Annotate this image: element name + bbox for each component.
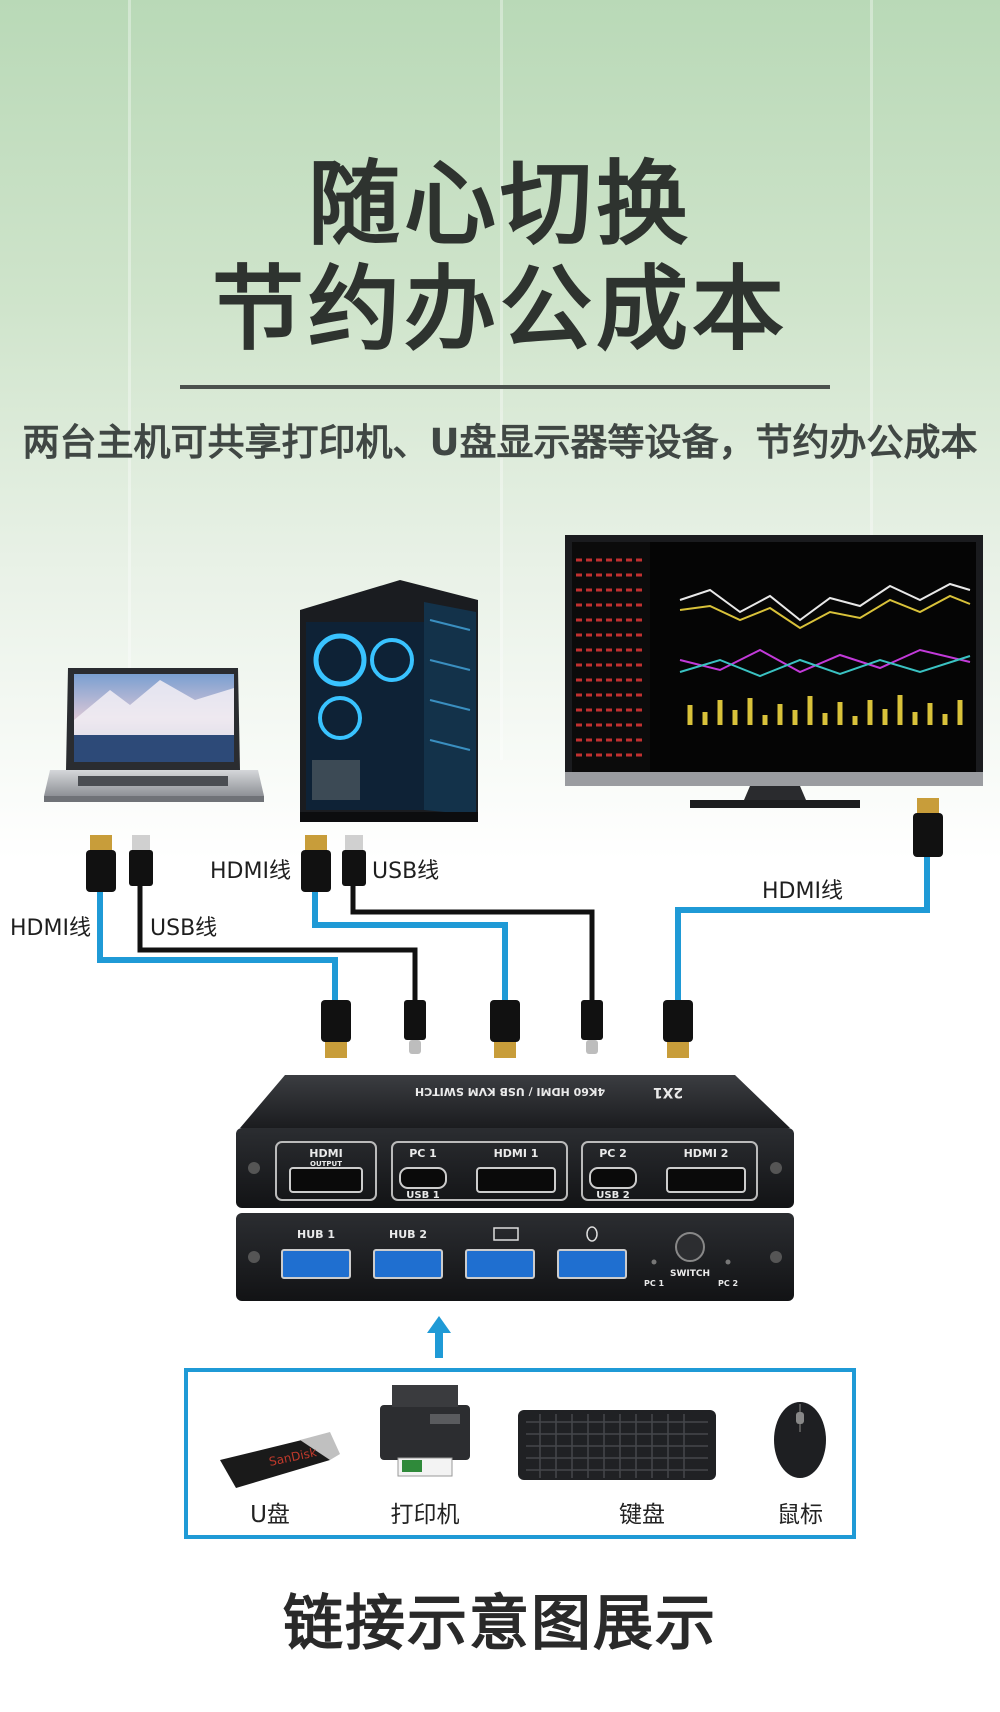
svg-text:HDMI 2: HDMI 2 [684, 1147, 729, 1160]
bottom-title: 链接示意图展示 [283, 1589, 717, 1659]
usb-drive-icon: SanDisk [220, 1432, 340, 1488]
svg-text:USB 1: USB 1 [406, 1190, 439, 1201]
kvm-switch-icon [236, 1075, 794, 1301]
laptop-icon [44, 668, 264, 802]
svg-text:PC 1: PC 1 [644, 1279, 665, 1288]
svg-text:PC 1: PC 1 [409, 1147, 437, 1160]
svg-text:HDMI 1: HDMI 1 [494, 1147, 539, 1160]
svg-text:HUB 1: HUB 1 [297, 1228, 335, 1241]
mouse-port-icon [586, 1226, 598, 1242]
headline-line1: 随心切换 [307, 151, 692, 258]
laptop-hdmi-cable [97, 890, 338, 1005]
hdmi-plug-icon [86, 835, 116, 892]
laptop-usb-label: USB线 [150, 916, 218, 941]
peripheral-label-usb: U盘 [250, 1502, 290, 1528]
monitor-hdmi-label: HDMI线 [762, 879, 843, 904]
svg-text:USB 2: USB 2 [596, 1190, 629, 1201]
pc-usb-label: USB线 [372, 859, 440, 884]
laptop-usb-cable [137, 885, 418, 1005]
background-stripe [500, 0, 503, 760]
kvm-badge: 2X1 [653, 1084, 683, 1100]
printer-icon [380, 1385, 470, 1477]
peripheral-label-mouse: 鼠标 [777, 1502, 823, 1528]
hdmi-plug-icon [321, 1000, 351, 1058]
usb-plug-icon [129, 835, 153, 886]
svg-text:SWITCH: SWITCH [670, 1269, 710, 1279]
monitor-icon [565, 535, 983, 808]
kvm-top-label: 4K60 HDMI / USB KVM SWITCH [415, 1085, 605, 1098]
hdmi-plug-icon [663, 1000, 693, 1058]
monitor-hdmi-cable [675, 855, 930, 1005]
peripheral-label-keyboard: 键盘 [619, 1502, 665, 1528]
usb-c-plug-icon [581, 1000, 603, 1054]
svg-text:OUTPUT: OUTPUT [310, 1160, 342, 1168]
hdmi-plug-icon [913, 798, 943, 857]
keyboard-icon [518, 1410, 716, 1480]
pc-usb-cable [350, 885, 595, 1005]
peripheral-label-printer: 打印机 [390, 1502, 460, 1528]
subtitle: 两台主机可共享打印机、U盘显示器等设备，节约办公成本 [22, 421, 978, 464]
arrow-up-icon [427, 1316, 451, 1358]
headline-divider [180, 385, 830, 389]
laptop-hdmi-label: HDMI线 [10, 916, 91, 941]
svg-text:HUB 2: HUB 2 [389, 1228, 427, 1241]
switch-button-icon [675, 1232, 705, 1262]
mouse-icon [774, 1402, 826, 1478]
usb-plug-icon [342, 835, 366, 886]
usb-c-plug-icon [404, 1000, 426, 1054]
hdmi-plug-icon [301, 835, 331, 892]
background-stripe [128, 0, 131, 760]
background-stripe [870, 0, 873, 760]
pc-hdmi-label: HDMI线 [210, 859, 291, 884]
hdmi-plug-icon [490, 1000, 520, 1058]
pc-hdmi-cable [312, 890, 508, 1005]
svg-text:HDMI: HDMI [309, 1147, 342, 1160]
keyboard-port-icon [493, 1227, 519, 1241]
desktop-pc-icon [300, 580, 478, 822]
svg-text:PC 2: PC 2 [718, 1279, 738, 1288]
headline-line2: 节约办公成本 [211, 256, 788, 363]
svg-text:PC 2: PC 2 [599, 1147, 627, 1160]
